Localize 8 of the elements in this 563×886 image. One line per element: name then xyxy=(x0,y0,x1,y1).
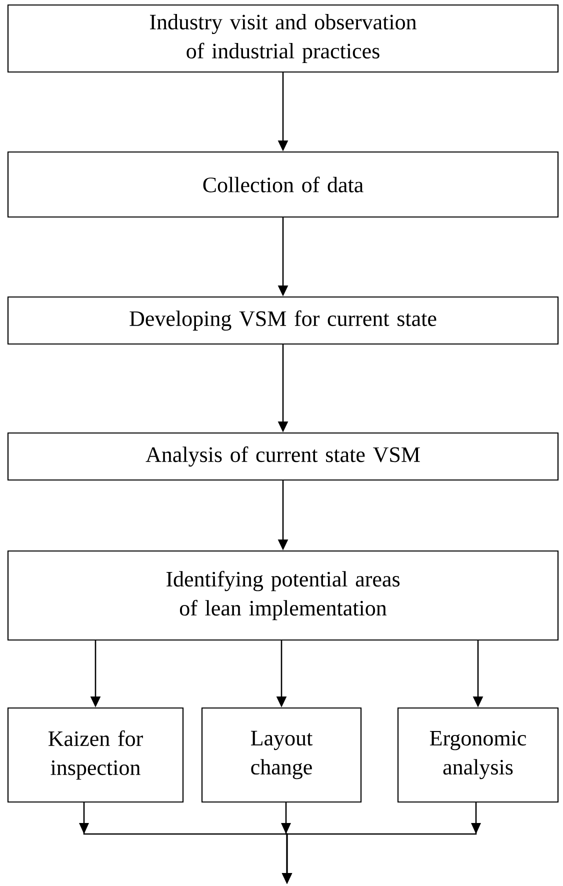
process-box: Identifying potential areas of lean implementation xyxy=(7,550,559,641)
process-box: Layout change xyxy=(201,707,362,803)
process-box: Ergonomic analysis xyxy=(397,707,559,803)
process-box: Kaizen for inspection xyxy=(7,707,184,803)
process-box: Analysis of current state VSM xyxy=(7,432,559,481)
process-box: Collection of data xyxy=(7,151,559,218)
process-box: Industry visit and observation of industrial practices xyxy=(7,4,559,73)
process-box: Developing VSM for current state xyxy=(7,296,559,345)
